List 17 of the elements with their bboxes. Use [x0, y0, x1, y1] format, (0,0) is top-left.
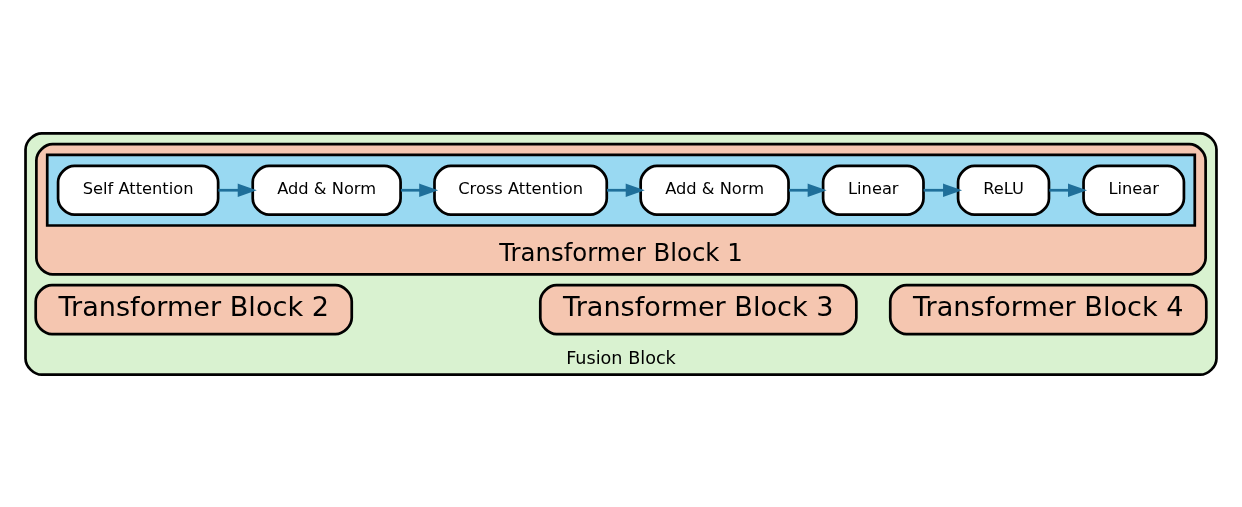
node-box: ReLU: [956, 163, 1051, 216]
arrow: [218, 183, 257, 197]
node-box: Self Attention: [56, 163, 220, 216]
arrow: [1049, 183, 1088, 197]
arrow: [923, 183, 963, 197]
node-box: Linear: [821, 163, 925, 216]
arrow: [789, 183, 827, 197]
node-box: Transformer Block 4: [888, 283, 1208, 335]
node-box: Transformer Block 2: [34, 283, 354, 335]
node-box: Transformer Block 3: [538, 283, 858, 335]
arrow: [400, 183, 439, 197]
node-box: Cross Attention: [433, 163, 609, 216]
node-box: Linear: [1082, 163, 1186, 216]
node-box: Add & Norm: [639, 163, 790, 216]
arrow: [607, 183, 645, 197]
cluster: [45, 153, 1197, 227]
node-box: Add & Norm: [251, 163, 402, 216]
